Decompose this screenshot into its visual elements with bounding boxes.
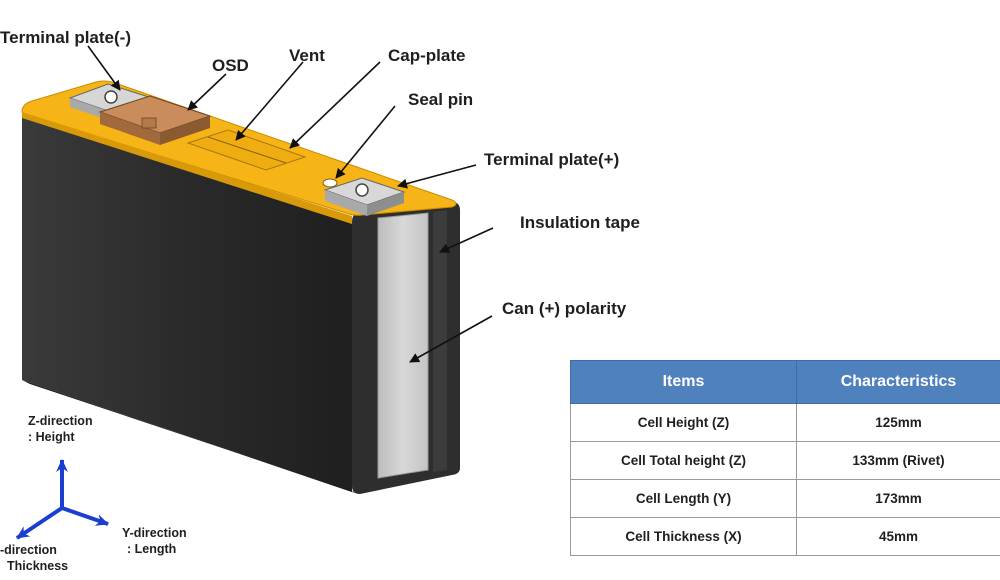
leader-vent: [235, 61, 304, 141]
cell-item: Cell Length (Y): [570, 479, 797, 518]
vent-center-line: [207, 136, 287, 164]
cell-value: 45mm: [796, 517, 1000, 556]
can-plus-panel: [377, 212, 429, 479]
leader-terminal-plus: [397, 164, 477, 189]
leader-cap-plate: [289, 61, 381, 149]
axis-label-z: Z-direction : Height: [28, 414, 93, 445]
cell-value: 125mm: [796, 403, 1000, 442]
label-terminal-plus: Terminal plate(+): [484, 150, 620, 169]
label-can-polarity: Can (+) polarity: [502, 299, 627, 318]
osd-block: [98, 95, 212, 145]
x-axis-arrow: [15, 506, 64, 540]
cell-value: 133mm (Rivet): [796, 441, 1000, 480]
table-row: Cell Thickness (X) 45mm: [570, 517, 1000, 556]
label-osd: OSD: [212, 56, 249, 75]
axis-label-z-line2: : Height: [28, 429, 75, 444]
axis-label-z-line1: Z-direction: [28, 414, 93, 428]
header-items: Items: [570, 360, 797, 404]
leader-insulation-tape: [439, 227, 494, 253]
leader-terminal-minus: [87, 45, 121, 91]
table-row: Cell Height (Z) 125mm: [570, 403, 1000, 442]
axis-arrows: [15, 459, 109, 540]
leader-seal-pin: [335, 105, 396, 179]
cell-body-front-face: [22, 114, 352, 492]
leader-osd: [187, 73, 227, 111]
axis-label-x-line2: Thickness: [7, 558, 69, 573]
cell-item: Cell Total height (Z): [570, 441, 797, 480]
cell-value: 173mm: [796, 479, 1000, 518]
y-axis-arrow: [61, 506, 109, 526]
label-cap-plate: Cap-plate: [388, 46, 466, 65]
header-characteristics: Characteristics: [796, 360, 1000, 404]
cell-item: Cell Thickness (X): [570, 517, 797, 556]
insulation-tape-edge: [433, 210, 447, 472]
label-seal-pin: Seal pin: [408, 90, 474, 109]
spec-table-header-row: Items Characteristics: [570, 360, 1000, 404]
table-row: Cell Length (Y) 173mm: [570, 479, 1000, 518]
seal-pin: [322, 178, 338, 188]
label-terminal-minus: Terminal plate(-): [0, 28, 131, 47]
axis-label-y-line2: : Length: [127, 541, 177, 556]
cap-plate-front-edge: [22, 112, 352, 224]
terminal-plus: [323, 177, 406, 216]
spec-table: Items Characteristics Cell Height (Z) 12…: [570, 360, 1000, 556]
label-insulation-tape: Insulation tape: [520, 213, 640, 232]
leader-can-polarity: [409, 315, 493, 363]
axis-label-y: Y-direction : Length: [122, 526, 187, 557]
label-vent: Vent: [289, 46, 325, 65]
cell-item: Cell Height (Z): [570, 403, 797, 442]
axis-label-x-line1: -direction: [0, 543, 57, 557]
axis-label-x: -direction Thickness: [0, 543, 68, 574]
axis-label-y-line1: Y-direction: [122, 526, 187, 540]
table-row: Cell Total height (Z) 133mm (Rivet): [570, 441, 1000, 480]
